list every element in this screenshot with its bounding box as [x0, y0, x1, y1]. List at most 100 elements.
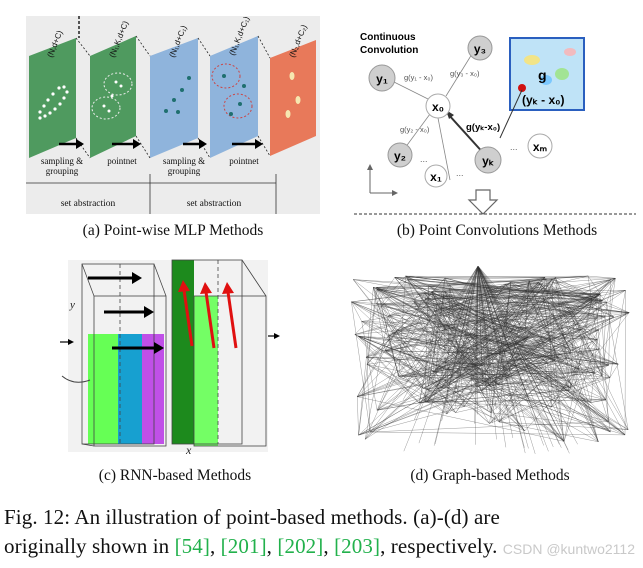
ref-54[interactable]: [54]	[174, 534, 210, 558]
graph-edge	[570, 364, 609, 388]
graph-edge	[370, 277, 545, 433]
graph-edge	[498, 297, 596, 385]
graph-hub-edge	[440, 265, 479, 376]
graph-hub-edge	[470, 265, 479, 393]
cc-title-2: Convolution	[360, 45, 418, 56]
graph-edge	[365, 278, 616, 440]
graph-edge	[365, 309, 462, 440]
graph-edge	[424, 298, 555, 361]
graph-edge	[557, 291, 571, 388]
graph-edge	[351, 301, 468, 349]
graph-edge	[490, 329, 582, 413]
graph-edge	[540, 283, 596, 298]
graph-edge	[380, 275, 406, 305]
graph-edge	[544, 312, 630, 361]
graph-hub-edge	[477, 265, 479, 415]
graph-edge	[361, 321, 486, 383]
caption-c: (c) RNN-based Methods	[98, 467, 252, 484]
slice-dark-green	[172, 260, 194, 444]
graph-edge	[605, 290, 626, 400]
graph-hub-edge	[473, 265, 479, 381]
graph-edge	[370, 421, 609, 433]
graph-edge	[500, 344, 520, 380]
graph-edge	[505, 284, 558, 292]
graph-hub-edge	[477, 265, 488, 410]
graph-hub-edge	[477, 265, 536, 454]
graph-edge	[351, 301, 362, 322]
graph-edge	[385, 334, 466, 351]
graph-hub-edge	[414, 265, 479, 421]
graph-edge	[357, 333, 393, 397]
graph-edge	[489, 339, 598, 424]
graph-edge	[526, 280, 530, 292]
graph-edge	[428, 285, 630, 313]
graph-edge	[431, 291, 599, 300]
node-x1: x₁	[430, 170, 442, 184]
graph-edge	[358, 336, 552, 408]
graph-edge	[464, 283, 541, 407]
graph-edge	[500, 354, 520, 380]
graph-hub-edge	[477, 265, 507, 448]
graph-edge	[365, 357, 596, 373]
graph-edge	[405, 275, 545, 278]
graph-edge	[434, 308, 441, 311]
graph-edge	[358, 287, 374, 436]
graph-edge	[524, 369, 580, 432]
graph-edge	[529, 280, 565, 378]
caption-d: (d) Graph-based Methods	[410, 467, 570, 484]
graph-edge	[439, 308, 565, 442]
graph-edge	[385, 350, 424, 389]
graph-edge	[407, 279, 486, 383]
graph-edge	[414, 301, 479, 387]
graph-edge	[354, 334, 420, 404]
graph-edge	[446, 285, 451, 414]
graph-edge	[394, 277, 527, 292]
graph-edge	[380, 291, 527, 305]
output-plane	[270, 40, 316, 156]
graph-edge	[498, 384, 599, 442]
graph-edge	[376, 303, 424, 389]
graph-edge	[407, 279, 626, 436]
pointwise-mlp-diagram: (N,d+C) (N₁,K,d+C) (N₁,d+C₁) (N₁,K,d+C₁)…	[26, 15, 320, 214]
cc-title-1: Continuous	[360, 32, 416, 43]
graph-hub-edge	[477, 265, 562, 431]
graph-edge	[459, 351, 499, 385]
graph-edge	[388, 335, 619, 365]
ref-202[interactable]: [202]	[277, 534, 324, 558]
graph-hub-edge	[440, 265, 479, 373]
graph-edge	[481, 391, 525, 432]
graph-hub-edge	[477, 265, 569, 371]
graph-hub-edge	[477, 265, 544, 446]
step-pointnet-1: pointnet	[107, 156, 137, 166]
input-plane	[29, 38, 76, 158]
graph-edge	[500, 316, 614, 380]
kernel-point	[518, 84, 526, 92]
graph-edge	[510, 277, 545, 283]
graph-edge	[485, 381, 565, 442]
graph-edge	[376, 277, 395, 304]
graph-edge	[357, 351, 460, 397]
graph-edge	[358, 406, 465, 436]
graph-hub-edge	[454, 265, 479, 407]
graph-edge	[370, 431, 626, 436]
graph-edge	[529, 280, 565, 442]
graph-edge	[543, 298, 582, 330]
slice-purple	[142, 334, 164, 444]
graph-hub-edge	[477, 265, 513, 438]
graph-edge	[353, 279, 456, 413]
graph-edge	[361, 321, 492, 413]
graph-edge	[358, 336, 447, 415]
ref-203[interactable]: [203]	[334, 534, 381, 558]
graph-edge	[351, 301, 398, 330]
graph-edge	[581, 300, 603, 330]
graph-edge	[424, 294, 600, 300]
graph-edge	[351, 279, 546, 303]
ref-201[interactable]: [201]	[220, 534, 267, 558]
graph-edge	[605, 399, 626, 435]
graph-edge	[397, 329, 486, 383]
graph-edges	[351, 265, 630, 454]
graph-edge	[397, 329, 502, 380]
step-grouping-2: grouping	[168, 166, 201, 176]
graph-edge	[492, 312, 630, 386]
graph-edge	[351, 301, 502, 380]
